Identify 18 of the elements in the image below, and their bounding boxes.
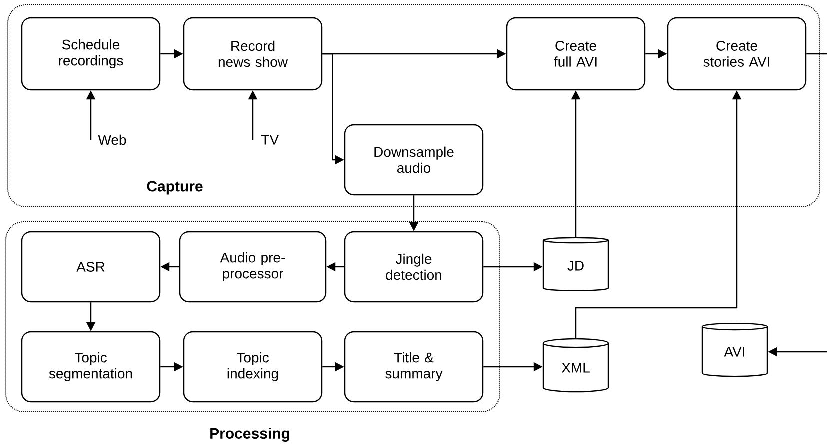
- process-box: Create stories AVI: [667, 17, 807, 91]
- database-cylinder: XML: [542, 338, 610, 393]
- process-box: Topic indexing: [183, 331, 323, 403]
- input-label: TV: [262, 135, 280, 145]
- process-box: Topic segmentation: [21, 331, 161, 403]
- process-box: Record news show: [183, 17, 323, 91]
- process-box: Title & summary: [344, 331, 484, 403]
- process-box: Schedule recordings: [21, 17, 161, 91]
- process-box: ASR: [21, 231, 161, 303]
- database-cylinder: JD: [542, 237, 610, 292]
- database-cylinder: AVI: [702, 322, 768, 378]
- input-label: Web: [98, 134, 126, 146]
- process-box: Create full AVI: [506, 17, 646, 91]
- group-label: Capture: [147, 181, 203, 195]
- process-box: Audio pre-processor: [179, 231, 327, 303]
- process-box: Downsample audio: [344, 124, 484, 196]
- process-box: Jingle detection: [344, 231, 484, 303]
- group-label: Processing: [210, 428, 290, 442]
